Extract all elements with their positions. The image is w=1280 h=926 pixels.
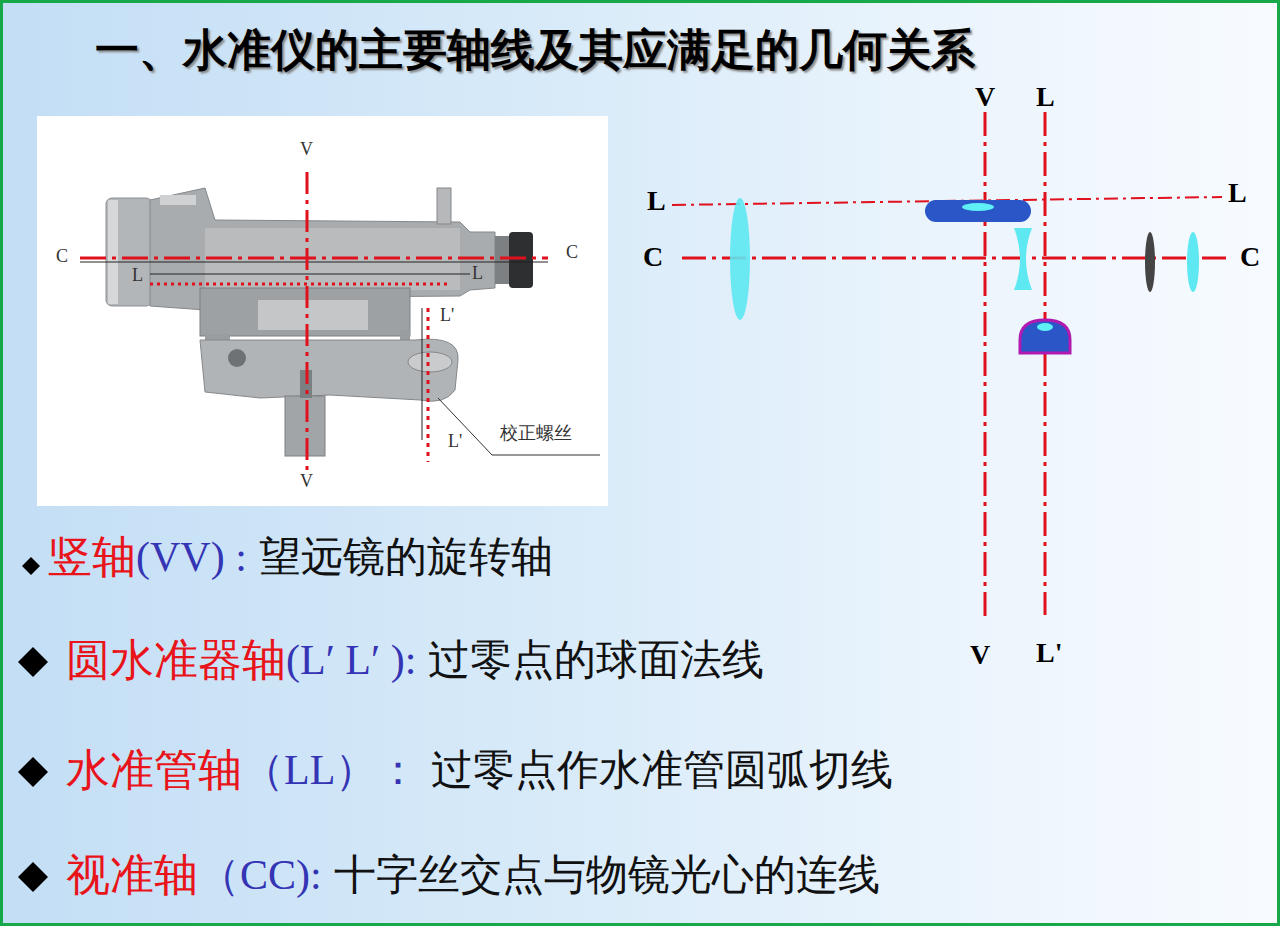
leader-line bbox=[438, 398, 600, 455]
axis-code: (VV) : bbox=[136, 533, 247, 581]
axis-label: L' bbox=[448, 432, 462, 452]
level-bubble bbox=[1037, 323, 1053, 331]
term: 视准轴 bbox=[66, 850, 198, 901]
axis-label: V bbox=[970, 640, 990, 671]
vertical-axis-line bbox=[984, 112, 987, 620]
level-instrument bbox=[106, 188, 533, 456]
bullet-item: 圆水准器轴(L′ L′ ):过零点的球面法线 bbox=[66, 635, 764, 686]
bullet-item: 水准管轴（LL）：过零点作水准管圆弧切线 bbox=[66, 745, 893, 796]
vertical-axis-line bbox=[306, 172, 309, 470]
bullet-diamond bbox=[22, 557, 40, 575]
bullet-item: 视准轴（CC):十字丝交点与物镜光心的连线 bbox=[66, 850, 880, 901]
level-bubble bbox=[962, 203, 994, 211]
axis-label: L bbox=[1228, 178, 1247, 209]
bullet-diamond bbox=[18, 862, 48, 892]
axis-label: L' bbox=[1036, 638, 1062, 669]
objective-lens bbox=[730, 198, 750, 320]
definition: 过零点的球面法线 bbox=[428, 636, 764, 684]
part-label: 校正螺丝 bbox=[500, 424, 572, 444]
axis-label: C bbox=[566, 243, 578, 263]
tube-axis-line bbox=[150, 274, 470, 275]
sight-axis-line bbox=[80, 262, 548, 263]
sight-axis-line bbox=[80, 257, 548, 260]
axis-label: V bbox=[975, 82, 995, 113]
term: 水准管轴 bbox=[66, 745, 242, 796]
axis-label: L bbox=[472, 264, 483, 284]
photo-panel bbox=[37, 116, 608, 506]
axis-label: V bbox=[300, 140, 313, 160]
bullet-item: 竖轴(VV) :望远镜的旋转轴 bbox=[48, 532, 553, 583]
axis-code: (L′ L′ ): bbox=[286, 636, 416, 684]
circular-axis-line bbox=[427, 308, 430, 462]
bullet-diamond bbox=[18, 757, 48, 787]
definition: 过零点作水准管圆弧切线 bbox=[431, 746, 893, 794]
tube-level bbox=[925, 200, 1031, 222]
definition: 望远镜的旋转轴 bbox=[259, 533, 553, 581]
axis-label: C bbox=[1240, 242, 1260, 273]
axis-label: C bbox=[56, 247, 68, 267]
axis-label: L bbox=[132, 266, 143, 286]
circular-axis-line bbox=[1044, 112, 1047, 615]
focusing-lens bbox=[1014, 228, 1032, 290]
axis-label: V bbox=[300, 472, 313, 492]
axis-label: C bbox=[643, 242, 663, 273]
term: 竖轴 bbox=[48, 532, 136, 583]
slide-title: 一、水准仪的主要轴线及其应满足的几何关系 bbox=[95, 26, 975, 74]
tube-axis-line bbox=[150, 283, 450, 286]
axis-label: L bbox=[647, 186, 666, 217]
circular-axis-line bbox=[422, 308, 423, 440]
axis-label: L' bbox=[440, 306, 454, 326]
axis-code: （LL）： bbox=[242, 746, 419, 794]
term: 圆水准器轴 bbox=[66, 635, 286, 686]
eyepiece-lens bbox=[1145, 232, 1155, 292]
axis-label: L bbox=[1036, 82, 1055, 113]
bullet-diamond bbox=[18, 647, 48, 677]
axis-code: （CC): bbox=[198, 851, 322, 899]
definition: 十字丝交点与物镜光心的连线 bbox=[334, 851, 880, 899]
eyepiece-lens bbox=[1187, 232, 1199, 292]
circular-level bbox=[1020, 320, 1070, 353]
